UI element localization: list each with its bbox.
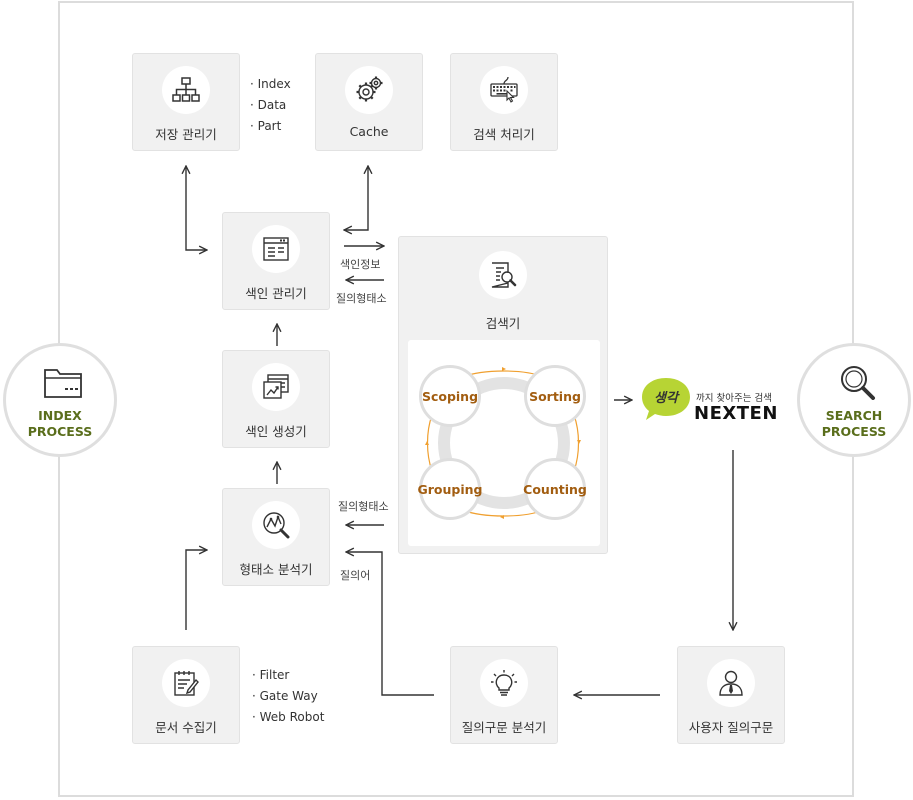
searcher-panel: 검색기 Scoping Sorting Grouping Counting <box>398 236 608 554</box>
analysis-magnifier-icon <box>263 512 290 539</box>
search-process-circle: SEARCH PROCESS <box>797 343 911 457</box>
search-process-line2: PROCESS <box>821 424 887 439</box>
edge-collector-analyzer <box>185 550 207 630</box>
storage-manager-label: 저장 관리기 <box>155 127 217 142</box>
cycle-sorting: Sorting <box>524 365 586 427</box>
collector-bullet: · Filter <box>252 668 290 682</box>
search-processor-box: 검색 처리기 <box>450 53 558 151</box>
cycle-scoping: Scoping <box>419 365 481 427</box>
query-morph-top-label: 질의형태소 <box>336 292 387 305</box>
index-process-line1: INDEX <box>38 408 82 423</box>
query-analyzer-box: 질의구문 분석기 <box>450 646 558 744</box>
hierarchy-icon <box>172 77 200 102</box>
document-pen-icon <box>174 671 199 696</box>
magnifier-icon <box>841 366 875 400</box>
speech-bubble-icon <box>642 378 690 420</box>
searcher-icon-holder <box>479 251 527 299</box>
folder-icon <box>44 369 82 398</box>
window-list-icon <box>263 237 289 261</box>
morph-analyzer-label: 형태소 분석기 <box>239 562 313 577</box>
gears-icon <box>356 76 383 102</box>
cache-box: Cache <box>315 53 423 151</box>
storage-bullet: · Part <box>250 119 282 133</box>
nexten-brand: 생각 까지 찾아주는 검색 NEXTEN <box>640 376 790 426</box>
morph-analyzer-box: 형태소 분석기 <box>222 488 330 586</box>
edge-query-word <box>346 552 434 696</box>
cycle-area: Scoping Sorting Grouping Counting <box>408 340 600 546</box>
index-process-circle: INDEX PROCESS <box>3 343 117 457</box>
index-process-line2: PROCESS <box>27 424 93 439</box>
search-process-line1: SEARCH <box>825 408 883 423</box>
doc-collector-label: 문서 수집기 <box>155 720 217 735</box>
user-query-label: 사용자 질의구문 <box>688 720 774 735</box>
chart-window-icon <box>263 374 289 399</box>
index-generator-box: 색인 생성기 <box>222 350 330 448</box>
brand-tagline: 까지 찾아주는 검색 <box>696 393 772 404</box>
cycle-counting: Counting <box>523 458 587 520</box>
keyboard-icon <box>490 76 518 103</box>
index-generator-label: 색인 생성기 <box>245 424 307 439</box>
collector-bullet: · Gate Way <box>252 689 318 703</box>
cache-label: Cache <box>349 124 389 139</box>
lightbulb-icon <box>491 670 517 696</box>
storage-manager-box: 저장 관리기 <box>132 53 240 151</box>
storage-bullet: · Index <box>250 77 291 91</box>
collector-bullet: · Web Robot <box>252 710 325 724</box>
user-icon <box>719 670 743 696</box>
doc-collector-box: 문서 수집기 <box>132 646 240 744</box>
edge-storage-index <box>186 166 207 250</box>
storage-bullet: · Data <box>250 98 287 112</box>
storage-bullets: · Index · Data · Part <box>250 74 291 137</box>
brand-name: NEXTEN <box>694 403 778 424</box>
edge-cache-index <box>344 166 368 230</box>
query-morph-bottom-label: 질의형태소 <box>338 500 389 513</box>
bubble-text: 생각 <box>654 391 678 406</box>
index-manager-label: 색인 관리기 <box>245 286 307 301</box>
document-search-icon <box>491 262 517 288</box>
search-processor-label: 검색 처리기 <box>473 127 535 142</box>
query-word-label: 질의어 <box>340 569 371 582</box>
cycle-grouping: Grouping <box>418 458 483 520</box>
searcher-label: 검색기 <box>485 316 521 331</box>
index-manager-box: 색인 관리기 <box>222 212 330 310</box>
collector-bullets: · Filter · Gate Way · Web Robot <box>252 665 324 728</box>
query-analyzer-label: 질의구문 분석기 <box>461 720 547 735</box>
user-query-box: 사용자 질의구문 <box>677 646 785 744</box>
index-info-label: 색인정보 <box>340 258 381 271</box>
